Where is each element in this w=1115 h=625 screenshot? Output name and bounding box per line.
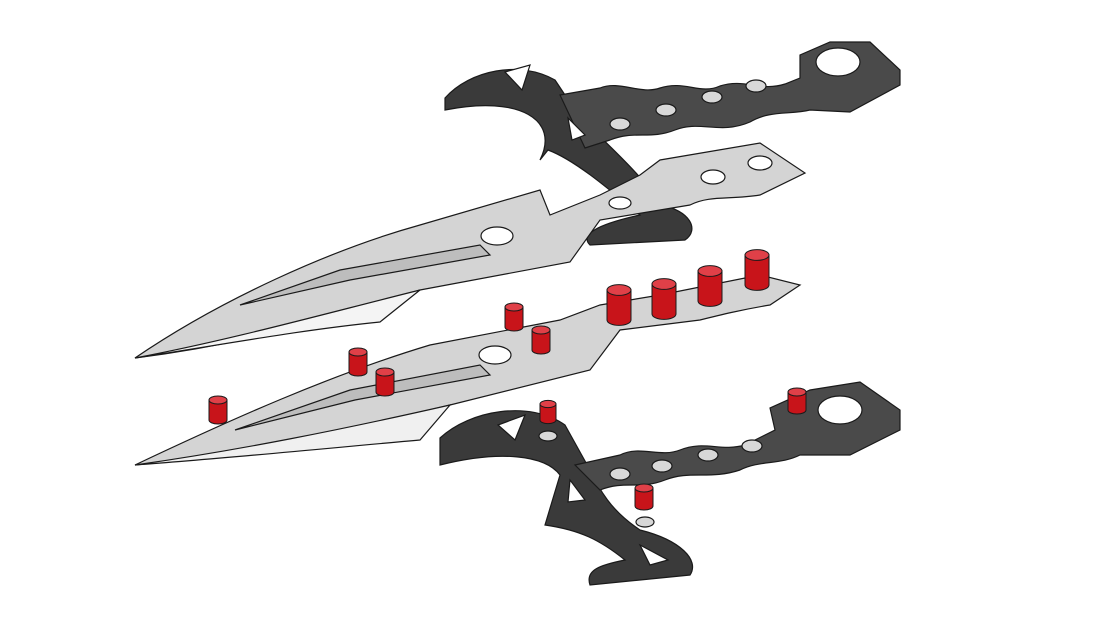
guard-cutout bbox=[567, 116, 587, 141]
grip-hole bbox=[609, 467, 631, 481]
tang-hole bbox=[700, 169, 726, 185]
pin bbox=[697, 265, 723, 307]
pin bbox=[504, 302, 524, 332]
guard-cutout bbox=[496, 413, 527, 442]
pin-body bbox=[348, 351, 368, 377]
lower-handle-half bbox=[439, 381, 901, 586]
upper-grip bbox=[559, 41, 901, 149]
guard-hole bbox=[538, 430, 558, 442]
pin-body bbox=[787, 391, 807, 415]
grip-hole bbox=[655, 103, 677, 117]
pommel-hole bbox=[817, 395, 863, 425]
grip-hole bbox=[697, 448, 719, 462]
grip-hole bbox=[741, 439, 763, 453]
pin bbox=[539, 399, 557, 425]
pin-body bbox=[531, 329, 551, 355]
pin-body bbox=[208, 399, 228, 425]
pin bbox=[531, 325, 551, 355]
upper-blade-edge bbox=[134, 289, 421, 359]
guard-cutout bbox=[638, 543, 670, 566]
blade-lower-layer-with-pins bbox=[134, 274, 802, 466]
pin-top bbox=[208, 395, 228, 405]
pin-top bbox=[348, 347, 368, 357]
pin-top bbox=[606, 284, 632, 296]
lower-guard bbox=[439, 410, 694, 586]
pin-top bbox=[531, 325, 551, 335]
blade-hole bbox=[480, 226, 514, 246]
pin bbox=[744, 249, 770, 291]
tang-hole bbox=[747, 155, 773, 171]
guard-hole bbox=[635, 516, 655, 528]
pin bbox=[651, 278, 677, 320]
pommel-hole bbox=[815, 47, 861, 77]
guard-cutout bbox=[503, 64, 531, 92]
pin-body bbox=[697, 270, 723, 307]
pin bbox=[606, 284, 632, 326]
pin-body bbox=[744, 254, 770, 291]
grip-hole bbox=[745, 79, 767, 93]
pin-top bbox=[744, 249, 770, 261]
grip-hole bbox=[651, 459, 673, 473]
guard-cutout bbox=[567, 478, 587, 503]
pin-top bbox=[539, 399, 557, 409]
pin-body bbox=[539, 403, 557, 425]
tang-hole bbox=[608, 196, 632, 210]
pin-body bbox=[504, 306, 524, 332]
pin-body bbox=[375, 371, 395, 397]
pins-group bbox=[208, 249, 807, 511]
pin-top bbox=[375, 367, 395, 377]
blade-upper-layer bbox=[134, 142, 807, 359]
pin-body bbox=[634, 487, 654, 511]
grip-hole bbox=[701, 90, 723, 104]
pin bbox=[375, 367, 395, 397]
pin-body bbox=[606, 289, 632, 326]
blade-hole bbox=[478, 345, 512, 365]
pin bbox=[634, 483, 654, 511]
lower-blade-edge bbox=[134, 404, 452, 466]
pin bbox=[787, 387, 807, 415]
pin bbox=[208, 395, 228, 425]
pin-body bbox=[651, 283, 677, 320]
fuller-slot bbox=[239, 244, 492, 306]
pin bbox=[348, 347, 368, 377]
pin-top bbox=[504, 302, 524, 312]
fuller-slot bbox=[234, 364, 492, 431]
pin-top bbox=[787, 387, 807, 397]
pin-top bbox=[651, 278, 677, 290]
grip-hole bbox=[609, 117, 631, 131]
pin-top bbox=[697, 265, 723, 277]
pin-top bbox=[634, 483, 654, 493]
